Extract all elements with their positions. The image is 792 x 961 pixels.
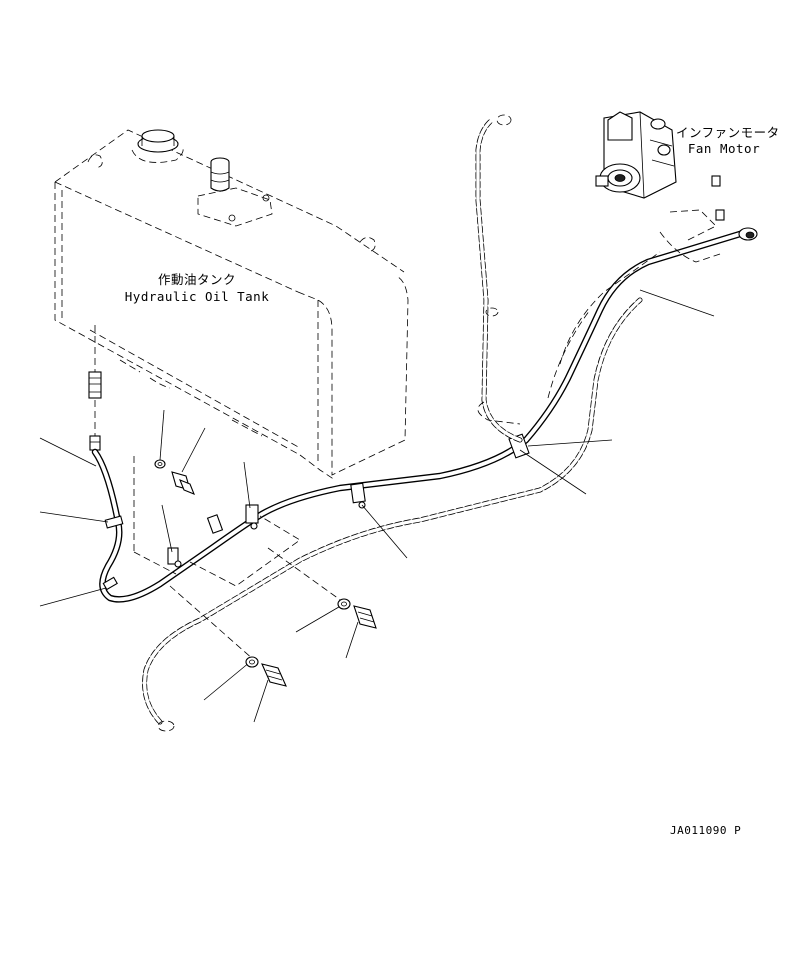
alignment-lines (133, 456, 347, 661)
bolts-washers (154, 459, 377, 687)
fan-motor (595, 111, 725, 263)
fan-motor-label-jp: インファンモータ (676, 125, 780, 140)
phantom-hoses (142, 114, 661, 732)
filler-cap (131, 129, 184, 163)
tank-label: 作動油タンク Hydraulic Oil Tank (112, 271, 282, 305)
tank-label-en: Hydraulic Oil Tank (124, 289, 270, 304)
hose-clamps (102, 433, 530, 591)
tank-outlet-fittings (88, 325, 102, 451)
hydraulic-oil-tank (54, 129, 409, 481)
leader-lines (39, 289, 715, 723)
tank-port (197, 157, 273, 227)
fan-motor-label-en: Fan Motor (687, 141, 761, 156)
hose-assembly (91, 227, 758, 603)
drawing-code: JA011090 P (670, 824, 742, 837)
fan-motor-label: インファンモータ Fan Motor (676, 125, 780, 157)
tank-label-jp: 作動油タンク (157, 272, 236, 287)
